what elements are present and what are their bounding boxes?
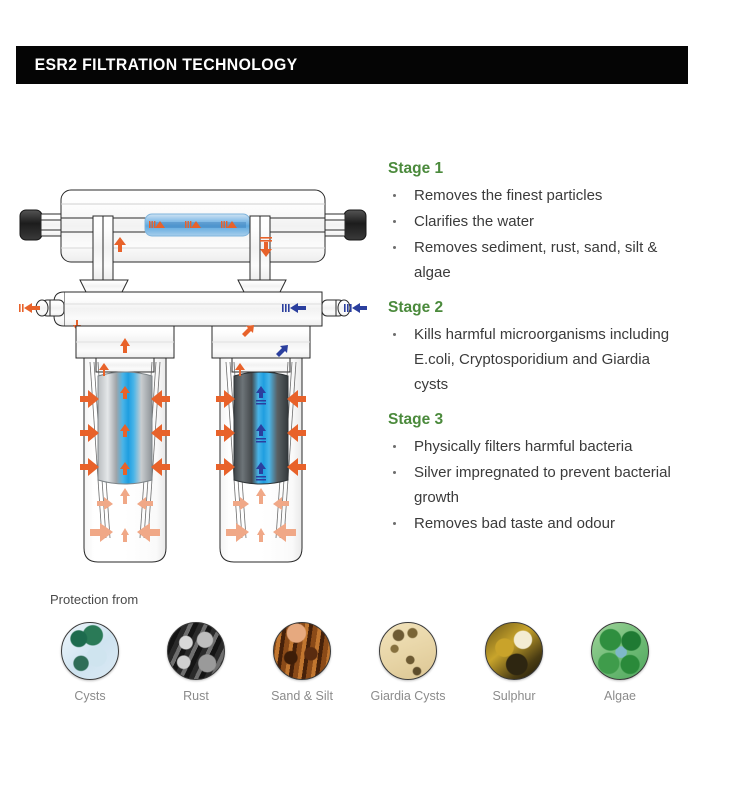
stage-1-bullet-3: Removes sediment, rust, sand, silt & alg… <box>388 235 688 285</box>
stage-2-bullets: Kills harmful microorganisms including E… <box>388 322 688 397</box>
giardia-cysts-icon <box>379 622 437 680</box>
sand-silt-icon <box>273 622 331 680</box>
filter-housing-right <box>211 325 311 563</box>
stage-2-title: Stage 2 <box>388 299 444 316</box>
cysts-icon <box>61 622 119 680</box>
inlet-flow-arrow <box>19 303 40 313</box>
stage-1-title: Stage 1 <box>388 160 444 177</box>
sulphur-icon <box>485 622 543 680</box>
outlet-port <box>321 299 351 317</box>
algae-icon <box>591 622 649 680</box>
protection-from-label: Protection from <box>50 592 139 607</box>
protection-item-algae: Algae <box>570 622 670 703</box>
uv-end-cap-right <box>324 209 367 241</box>
stages-list: Stage 1 Removes the finest particles Cla… <box>388 160 688 550</box>
filter-housing-left <box>75 325 175 563</box>
protection-item-sand-silt: Sand & Silt <box>252 622 352 703</box>
stage-1-bullet-2: Clarifies the water <box>388 209 688 234</box>
sand-silt-caption: Sand & Silt <box>271 689 333 703</box>
stage-3-bullet-2: Silver impregnated to prevent bacterial … <box>388 460 688 510</box>
stage-2: Stage 2 Kills harmful microorganisms inc… <box>388 299 688 397</box>
giardia-cysts-caption: Giardia Cysts <box>370 689 446 703</box>
stage-1-bullet-1: Removes the finest particles <box>388 183 688 208</box>
rust-caption: Rust <box>183 689 209 703</box>
outlet-flow-arrow <box>282 303 367 313</box>
protection-item-sulphur: Sulphur <box>464 622 564 703</box>
cysts-caption: Cysts <box>74 689 106 703</box>
uv-chamber <box>19 189 367 293</box>
product-diagram <box>18 180 368 580</box>
uv-end-cap-left <box>19 209 62 241</box>
stage-1-bullets: Removes the finest particles Clarifies t… <box>388 183 688 285</box>
protection-item-giardia-cysts: Giardia Cysts <box>358 622 458 703</box>
rust-icon <box>167 622 225 680</box>
stage-2-bullet-1: Kills harmful microorganisms including E… <box>388 322 688 397</box>
protection-item-rust: Rust <box>146 622 246 703</box>
stage-3-title: Stage 3 <box>388 411 444 428</box>
page-title: ESR2 FILTRATION TECHNOLOGY <box>34 55 298 74</box>
sulphur-caption: Sulphur <box>492 689 536 703</box>
protection-item-cysts: Cysts <box>40 622 140 703</box>
stage-1: Stage 1 Removes the finest particles Cla… <box>388 160 688 285</box>
algae-caption: Algae <box>604 689 636 703</box>
stage-3-bullet-3: Removes bad taste and odour <box>388 511 688 536</box>
inlet-port <box>35 299 65 317</box>
manifold-head <box>19 291 367 331</box>
stage-3-bullet-1: Physically filters harmful bacteria <box>388 434 688 459</box>
stage-3: Stage 3 Physically filters harmful bacte… <box>388 411 688 536</box>
stage-3-bullets: Physically filters harmful bacteria Silv… <box>388 434 688 536</box>
page-header-bar: ESR2 FILTRATION TECHNOLOGY <box>16 46 688 84</box>
